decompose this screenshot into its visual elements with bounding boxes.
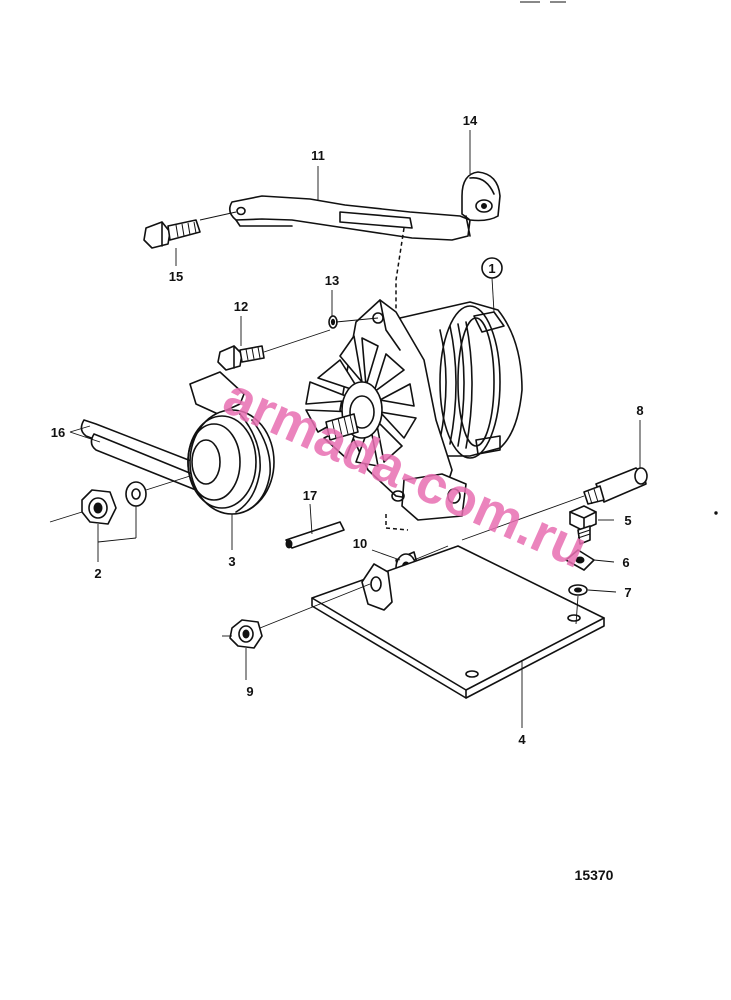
part-5-screw xyxy=(569,505,597,545)
part-4-base-plate xyxy=(311,545,605,699)
callout-16: 16 xyxy=(51,425,65,440)
part-17-pin xyxy=(285,521,345,549)
callout-6: 6 xyxy=(622,555,629,570)
callout-12: 12 xyxy=(234,299,248,314)
callout-4: 4 xyxy=(518,732,526,747)
callout-9: 9 xyxy=(246,684,253,699)
part-11-adjusting-arm xyxy=(228,195,471,241)
part-16-v-belts xyxy=(80,371,245,491)
callout-3: 3 xyxy=(228,554,235,569)
leader-lines xyxy=(49,130,641,728)
drawing-number: 15370 xyxy=(575,867,614,883)
callout-labels: 1 2 3 4 5 6 7 8 9 10 11 12 13 14 15 16 1… xyxy=(51,113,644,747)
callout-15: 15 xyxy=(169,269,183,284)
callout-10: 10 xyxy=(353,536,367,551)
alternator-shaft xyxy=(325,413,359,441)
part-2-nut-washer xyxy=(81,481,147,525)
part-8-stud xyxy=(583,467,648,505)
callout-13: 13 xyxy=(325,273,339,288)
part-7-washer xyxy=(568,584,588,596)
callout-17: 17 xyxy=(303,488,317,503)
scan-speck xyxy=(714,511,718,515)
callout-2: 2 xyxy=(94,566,101,581)
callout-5: 5 xyxy=(624,513,631,528)
part-12-bolt xyxy=(217,345,265,371)
part-3-pulley xyxy=(187,409,275,515)
part-13-washer xyxy=(328,315,338,329)
part-9-nut xyxy=(229,619,263,649)
callout-1: 1 xyxy=(488,261,495,276)
part-1-alternator xyxy=(305,299,523,521)
callout-14: 14 xyxy=(463,113,478,128)
callout-11: 11 xyxy=(311,148,325,163)
callout-7: 7 xyxy=(624,585,631,600)
callout-circle-1 xyxy=(481,257,503,279)
part-15-bolt xyxy=(143,219,201,249)
callout-8: 8 xyxy=(636,403,643,418)
alignment-dashed-lines xyxy=(385,227,409,531)
part-14-clamp xyxy=(461,171,501,237)
